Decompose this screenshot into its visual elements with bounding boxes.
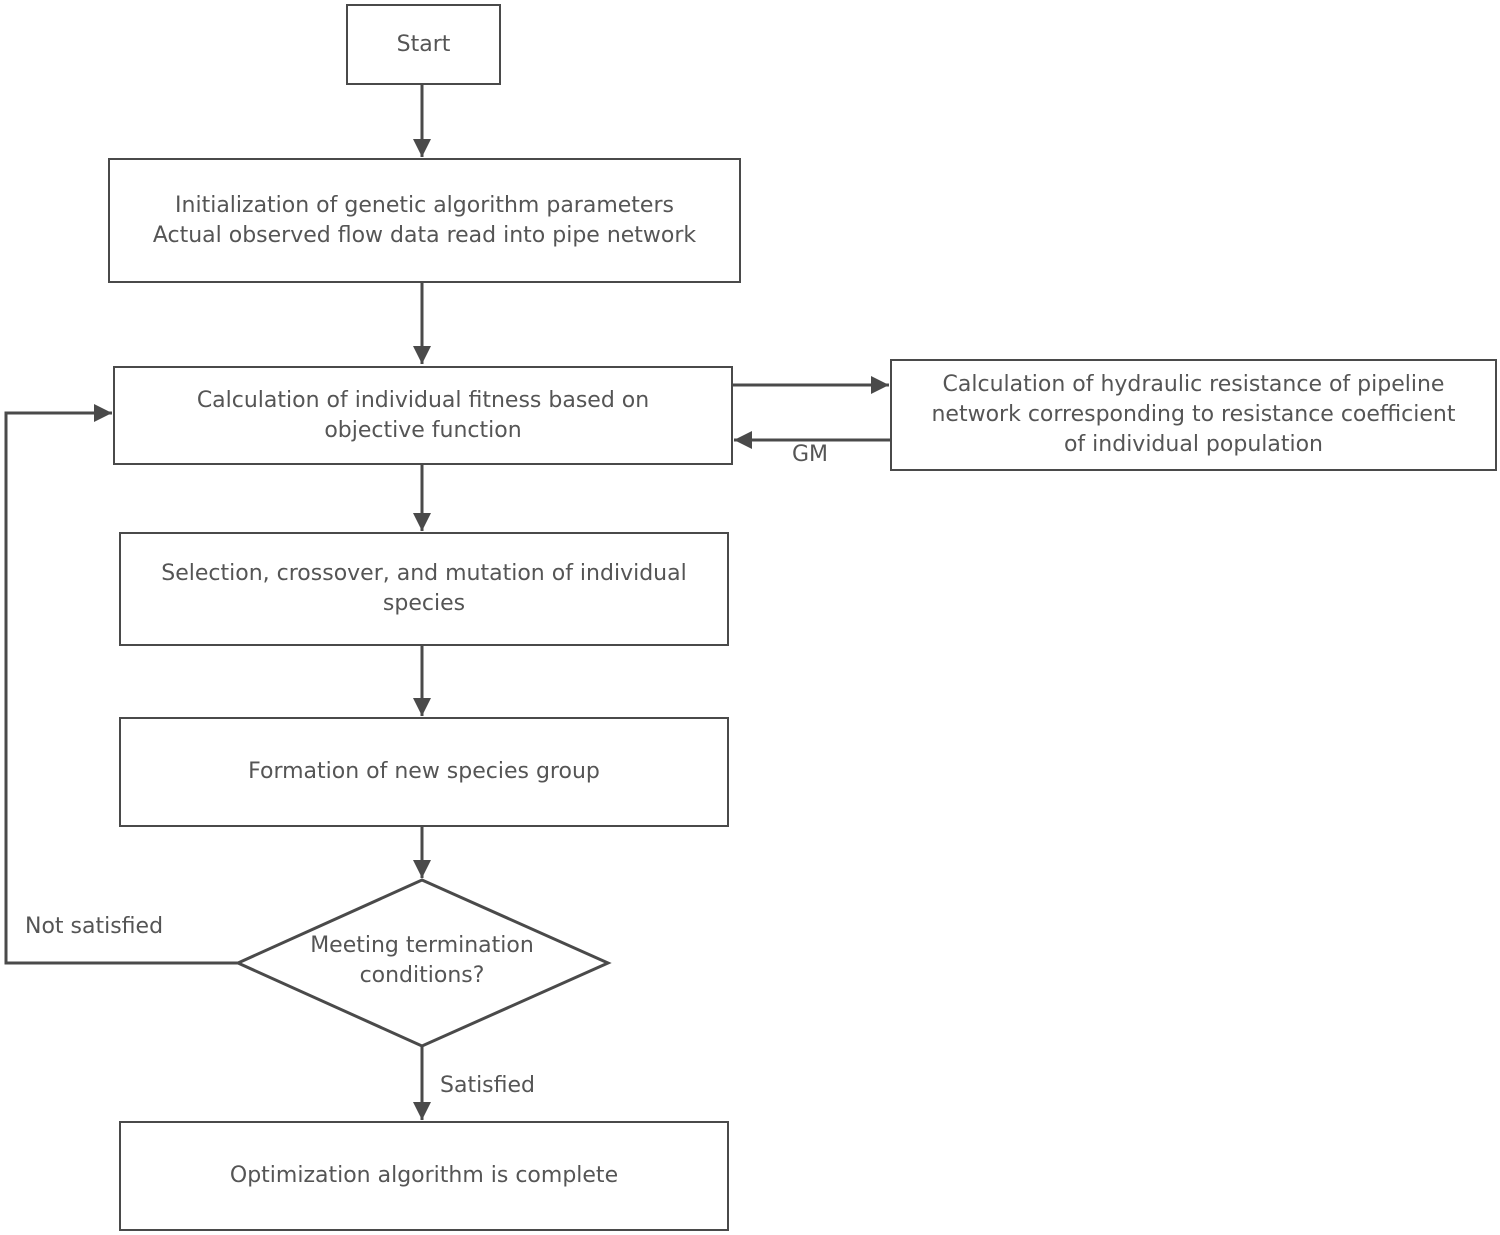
node-selection-line-1: Selection, crossover, and mutation of in…	[161, 561, 687, 586]
node-initialization-line-1: Initialization of genetic algorithm para…	[175, 192, 674, 218]
edge-decision-loop-to-fitness	[4, 404, 238, 965]
node-initialization-line-2: Actual observed flow data read into pipe…	[152, 222, 697, 248]
decision-diamond-shape	[234, 878, 612, 1048]
node-start-line-1: Start	[396, 31, 451, 57]
node-fitness-line-2: objective function	[324, 417, 522, 443]
node-decision-termination: Meeting termination conditions?	[272, 915, 572, 1007]
node-optimization-complete: Optimization algorithm is complete	[119, 1121, 729, 1231]
node-fitness-line-1: Calculation of individual fitness based …	[196, 387, 650, 413]
node-hydraulic-line-1: Calculation of hydraulic resistance of p…	[942, 372, 1445, 397]
node-decision-line-2: conditions?	[359, 963, 485, 988]
node-formation-new-group: Formation of new species group	[119, 717, 729, 827]
node-hydraulic-resistance: Calculation of hydraulic resistance of p…	[890, 359, 1497, 471]
node-initialization: Initialization of genetic algorithm para…	[108, 158, 741, 283]
edge-label-not-satisfied: Not satisfied	[25, 914, 164, 939]
node-selection-crossover-mutation: Selection, crossover, and mutation of in…	[119, 532, 729, 646]
node-fitness-calculation: Calculation of individual fitness based …	[113, 366, 733, 465]
node-start: Start	[346, 4, 501, 85]
edge-label-satisfied: Satisfied	[440, 1073, 536, 1098]
edge-label-gm: GM	[792, 442, 829, 467]
node-decision-line-1: Meeting termination	[310, 933, 534, 958]
node-hydraulic-line-3: of individual population	[1063, 432, 1323, 457]
node-formation-line-1: Formation of new species group	[248, 759, 600, 784]
node-selection-line-2: species	[382, 591, 466, 616]
node-complete-line-1: Optimization algorithm is complete	[229, 1163, 619, 1188]
node-hydraulic-line-2: network corresponding to resistance coef…	[931, 402, 1456, 427]
